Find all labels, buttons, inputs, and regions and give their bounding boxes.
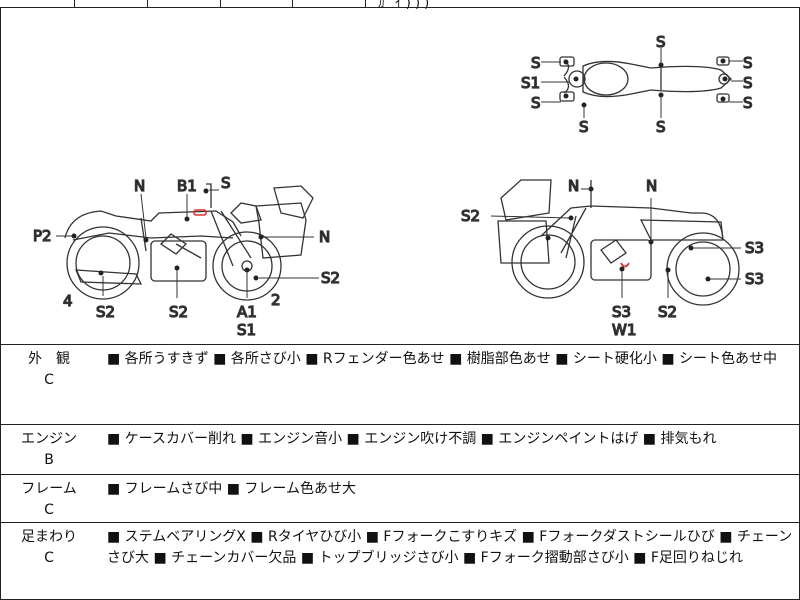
- top-view-motorcycle: [541, 48, 743, 118]
- section-grade: C: [44, 502, 54, 518]
- label-right-n: N: [646, 177, 657, 195]
- right-side-motorcycle: [490, 179, 741, 306]
- label-top-s: S: [656, 118, 666, 136]
- strip-cell: [292, 0, 366, 8]
- strip-partial-text: ｶﾞ ｲ ) ) ): [378, 0, 430, 11]
- label-top-s1: S1: [521, 74, 540, 92]
- section-title: 外 観: [28, 351, 70, 367]
- label-right-s2: S2: [461, 207, 480, 225]
- section-notes: ■ ステムベアリングX ■ Rタイヤひび小 ■ Fフォークこすりキズ ■ Fフォ…: [107, 529, 793, 566]
- condition-row-frame: フレーム C ■ フレームさび中 ■ フレーム色あせ大: [0, 474, 800, 523]
- section-grade: B: [44, 452, 54, 468]
- left-side-motorcycle: [56, 183, 319, 301]
- section-grade: C: [44, 550, 54, 566]
- label-top-s: S: [743, 74, 753, 92]
- label-left-n: N: [319, 228, 330, 246]
- label-left-s2: S2: [321, 269, 340, 287]
- label-right-s2: S2: [658, 303, 677, 321]
- section-notes: ■ 各所うすきず ■ 各所さび小 ■ Rフェンダー色あせ ■ 樹脂部色あせ ■ …: [107, 351, 778, 367]
- row-head: フレーム C: [1, 479, 97, 521]
- label-left-s2: S2: [169, 303, 188, 321]
- strip-cell: [147, 0, 221, 8]
- condition-row-engine: エンジン B ■ ケースカバー削れ ■ エンジン音小 ■ エンジン吹け不調 ■ …: [0, 424, 800, 475]
- row-head: 外 観 C: [1, 349, 97, 391]
- section-title: エンジン: [21, 431, 77, 447]
- section-title: 足まわり: [21, 529, 77, 545]
- label-left-4: 4: [63, 292, 73, 310]
- label-right-s3: S3: [745, 239, 764, 257]
- strip-cell: [220, 0, 293, 8]
- label-right-n: N: [568, 177, 579, 195]
- label-top-s: S: [656, 33, 666, 51]
- label-left-2: 2: [271, 291, 281, 309]
- row-head: 足まわり C: [1, 527, 97, 569]
- strip-cell: [74, 0, 148, 8]
- label-top-s: S: [531, 94, 541, 112]
- label-left-b1: B1: [177, 177, 197, 195]
- label-right-w1: W1: [612, 321, 636, 339]
- section-title: フレーム: [21, 481, 77, 497]
- label-right-s3: S3: [612, 303, 631, 321]
- label-left-s2: S2: [96, 303, 115, 321]
- label-top-s: S: [579, 118, 589, 136]
- row-head: エンジン B: [1, 429, 97, 471]
- section-notes: ■ フレームさび中 ■ フレーム色あせ大: [107, 481, 356, 497]
- label-right-s3: S3: [745, 270, 764, 288]
- section-grade: C: [44, 372, 54, 388]
- motorcycle-diagram: S S1 S S S S S S S N B1 S P2 N S2 4 S2 S…: [32, 32, 764, 339]
- condition-row-exterior: 外 観 C ■ 各所うすきず ■ 各所さび小 ■ Rフェンダー色あせ ■ 樹脂部…: [0, 344, 800, 425]
- label-left-s1: S1: [237, 321, 256, 339]
- label-left-s: S: [221, 174, 231, 192]
- label-left-n: N: [134, 177, 145, 195]
- label-left-a1: A1: [237, 303, 257, 321]
- strip-cell: [0, 0, 75, 8]
- label-top-s: S: [531, 54, 541, 72]
- label-top-s: S: [743, 94, 753, 112]
- top-table-strip: ｶﾞ ｲ ) ) ): [0, 0, 800, 11]
- condition-row-suspension: 足まわり C ■ ステムベアリングX ■ Rタイヤひび小 ■ Fフォークこすりキ…: [0, 522, 800, 600]
- label-top-s: S: [743, 54, 753, 72]
- section-notes: ■ ケースカバー削れ ■ エンジン音小 ■ エンジン吹け不調 ■ エンジンペイン…: [107, 431, 717, 447]
- damage-diagram-panel: S S1 S S S S S S S N B1 S P2 N S2 4 S2 S…: [0, 7, 800, 345]
- label-left-p2: P2: [33, 227, 52, 245]
